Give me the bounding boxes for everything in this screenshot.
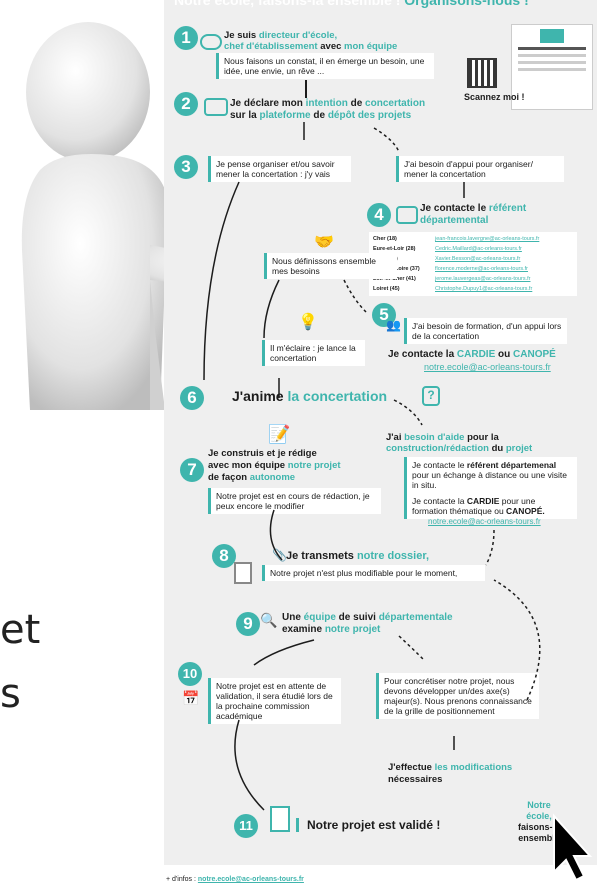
page-title: Notre école, faisons-la ensemble ! Organ… bbox=[174, 0, 529, 8]
step-10-number: 10 bbox=[178, 662, 202, 686]
side-text-line2: s bbox=[0, 671, 21, 717]
step-7-number: 7 bbox=[180, 458, 204, 482]
email-icon bbox=[396, 206, 418, 224]
step-1-heading: Je suis directeur d'école, chef d'établi… bbox=[224, 30, 398, 52]
step-8-body: Notre projet n'est plus modifiable pour … bbox=[262, 565, 485, 581]
step-5-number: 5 bbox=[372, 303, 396, 327]
footer: + d'infos : notre.ecole@ac-orleans-tours… bbox=[166, 876, 304, 883]
step-2-number: 2 bbox=[174, 92, 198, 116]
folder-icon bbox=[234, 562, 252, 584]
step-11-heading: Notre projet est validé ! bbox=[296, 818, 440, 832]
contact-row: Cher (18)jean-francois.lavergne@ac-orlea… bbox=[373, 236, 540, 242]
help-paragraph-1: Je contacte le référent départemenal pou… bbox=[404, 457, 577, 493]
computer-icon bbox=[204, 98, 228, 116]
step-9-heading: Une équipe de suivi départementale exami… bbox=[282, 612, 453, 635]
side-text-line1: et bbox=[0, 607, 41, 653]
step-3-body: Je pense organiser et/ou savoir mener la… bbox=[208, 156, 351, 182]
enlighten-body: Il m'éclaire : je lance la concertation bbox=[262, 340, 365, 366]
modify-heading: J'effectue les modifications nécessaires bbox=[388, 762, 513, 785]
lightbulb-icon: 💡 bbox=[298, 314, 318, 331]
step-5-body: J'ai besoin de formation, d'un appui lor… bbox=[404, 318, 567, 344]
contact-row: Eure-et-Loir (28)Cedric.Maillard@ac-orle… bbox=[373, 246, 522, 252]
phone-screenshot bbox=[511, 24, 593, 110]
step-5-contact: Je contacte la CARDIE ou CANOPÉ bbox=[388, 349, 556, 360]
step-1-number: 1 bbox=[174, 26, 198, 50]
step-8-number: 8 bbox=[212, 544, 236, 568]
logo: Notre école, faisons-la ensemble bbox=[517, 800, 560, 843]
step-10-body: Notre projet est en attente de validatio… bbox=[208, 678, 341, 724]
cursor-arrow-icon bbox=[553, 813, 593, 882]
speech-bubble-icon bbox=[200, 34, 222, 50]
step-6-number: 6 bbox=[180, 386, 204, 410]
magnifier-icon: 🔍 bbox=[260, 612, 278, 628]
step-1-body: Nous faisons un constat, il en émerge un… bbox=[216, 53, 434, 79]
step-7-heading: Je construis et je rédige avec mon équip… bbox=[208, 448, 341, 483]
step-8-heading: Je transmets notre dossier, bbox=[286, 550, 430, 562]
handshake-icon: 🤝 bbox=[314, 234, 334, 251]
step-3-number: 3 bbox=[174, 155, 198, 179]
define-needs-body: Nous définissons ensemble mes besoins bbox=[264, 253, 397, 279]
step-6-heading: J'anime la concertation bbox=[232, 388, 388, 404]
step-4-number: 4 bbox=[367, 203, 391, 227]
document-pen-icon: 📝 bbox=[268, 424, 291, 444]
concretize-body: Pour concrétiser notre projet, nous devo… bbox=[376, 673, 539, 719]
help-email[interactable]: notre.ecole@ac-orleans-tours.fr bbox=[428, 517, 541, 526]
qr-code bbox=[467, 58, 497, 88]
question-icon: ? bbox=[422, 386, 440, 406]
help-paragraph-2: Je contacte la CARDIE pour une formation… bbox=[404, 493, 577, 519]
step-5-email[interactable]: notre.ecole@ac-orleans-tours.fr bbox=[424, 362, 551, 372]
qr-label: Scannez moi ! bbox=[464, 92, 525, 102]
help-heading: J'ai besoin d'aide pour la construction/… bbox=[386, 432, 533, 454]
contacts-table: Cher (18)jean-francois.lavergne@ac-orlea… bbox=[369, 232, 577, 296]
step-11-number: 11 bbox=[234, 814, 258, 838]
training-icon: 👥 bbox=[386, 318, 401, 332]
step-2-heading: Je déclare mon intention de concertation… bbox=[230, 98, 426, 121]
need-support-body: J'ai besoin d'appui pour organiser/ mene… bbox=[396, 156, 564, 182]
contact-row: Loiret (45)Christophe.Dupuy1@ac-orleans-… bbox=[373, 286, 533, 292]
step-9-number: 9 bbox=[236, 612, 260, 636]
step-4-heading: Je contacte le référent départemental bbox=[420, 203, 527, 226]
step-7-body: Notre projet est en cours de rédaction, … bbox=[208, 488, 381, 514]
flow-connectors bbox=[203, 122, 541, 811]
poster: Notre école, faisons-la ensemble ! Organ… bbox=[164, 0, 597, 883]
calendar-icon: 📅 bbox=[182, 690, 200, 706]
validated-document-icon bbox=[270, 806, 290, 832]
contact-row: Loir-et-Cher (41)jerome.lauvergeas@ac-or… bbox=[373, 276, 531, 282]
